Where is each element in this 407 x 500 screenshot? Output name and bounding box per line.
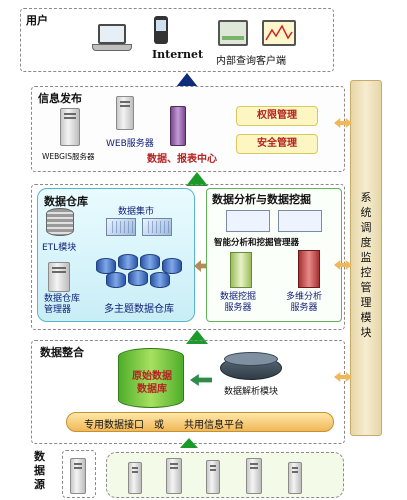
- mobile-phone-icon: [154, 16, 168, 44]
- laptop-icon: [92, 24, 132, 54]
- parser-module-label: 数据解析模块: [224, 387, 279, 397]
- webgis-server-icon: [60, 108, 80, 146]
- client-monitor-icon: [218, 20, 248, 46]
- integration-layer-title: 数据整合: [40, 346, 84, 359]
- sidebar-connector-arrow-icon: [334, 118, 352, 128]
- olap-server-icon: [298, 250, 320, 288]
- data-source-title: 数据源: [34, 450, 45, 491]
- source-server-group: [62, 450, 96, 498]
- analysis-manager-label: 智能分析和挖掘管理器: [214, 238, 300, 248]
- etl-disk-stack-icon: [46, 208, 74, 236]
- internet-label: Internet: [152, 48, 204, 61]
- source-server-group: [106, 452, 344, 498]
- source-server-icon: [288, 462, 302, 494]
- internal-client-label: 内部查询客户端: [216, 56, 286, 67]
- olap-server-label: 多维分析 服务器: [286, 292, 323, 313]
- mining-server-label: 数据挖掘 服务器: [220, 292, 257, 313]
- scheduling-monitor-sidebar: [350, 80, 382, 436]
- data-mart-cube-icon: [142, 218, 172, 236]
- user-layer: [20, 8, 334, 72]
- source-server-icon: [128, 462, 142, 494]
- warehouse-analysis-layer: [31, 184, 345, 330]
- publish-layer-title: 信息发布: [38, 92, 82, 105]
- data-interface-label: 专用数据接口 或 共用信息平台: [84, 420, 244, 431]
- storage-disk-icon: [162, 258, 182, 274]
- permission-management-box: 权限管理: [236, 106, 318, 126]
- sidebar-label: 系统调度监控管理模块: [360, 191, 372, 339]
- user-layer-title: 用户: [26, 14, 48, 27]
- storage-disk-icon: [150, 272, 170, 288]
- data-interface-bar: [66, 412, 334, 432]
- source-server-icon: [166, 458, 182, 494]
- source-server-icon: [70, 458, 86, 494]
- storage-disk-icon: [118, 254, 138, 270]
- storage-disk-icon: [140, 254, 160, 270]
- analysis-window-icon: [278, 210, 322, 232]
- web-server-label: WEB服务器: [106, 139, 154, 149]
- warehouse-manager-server-icon: [48, 262, 70, 292]
- arrow-to-user-icon: [176, 73, 198, 87]
- report-center-label: 数据、报表中心: [147, 154, 217, 165]
- parser-router-top-icon: [224, 352, 278, 366]
- storage-disk-icon: [106, 272, 126, 288]
- sidebar-connector-arrow-icon: [334, 260, 352, 270]
- data-mart-cube-icon: [106, 218, 136, 236]
- warehouse-manager-label: 数据仓库 管理器: [44, 294, 81, 315]
- source-server-icon: [246, 458, 262, 494]
- storage-disk-icon: [128, 270, 148, 286]
- warehouse-title: 数据仓库: [44, 195, 88, 208]
- mining-server-icon: [230, 252, 252, 288]
- raw-database-icon: [118, 348, 184, 408]
- sidebar-connector-arrow-icon: [334, 372, 352, 382]
- webgis-server-label: WEBGIS服务器: [42, 152, 95, 161]
- etl-module-label: ETL模块: [42, 243, 77, 253]
- security-management-box: 安全管理: [236, 134, 318, 154]
- report-center-icon: [170, 106, 186, 146]
- data-mart-label: 数据集市: [118, 207, 155, 217]
- arrow-to-interface-icon: [180, 438, 198, 448]
- multi-subject-warehouse-label: 多主题数据仓库: [104, 304, 174, 315]
- client-chart-icon: [262, 20, 296, 46]
- web-server-icon: [116, 96, 134, 130]
- source-server-icon: [206, 460, 220, 494]
- storage-disk-icon: [96, 258, 116, 274]
- analysis-title: 数据分析与数据挖掘: [212, 193, 311, 206]
- arrow-to-publish-icon: [186, 172, 208, 186]
- raw-database-label: 原始数据 数据库: [132, 371, 172, 395]
- analysis-window-icon: [226, 210, 270, 232]
- publish-layer: [31, 86, 345, 172]
